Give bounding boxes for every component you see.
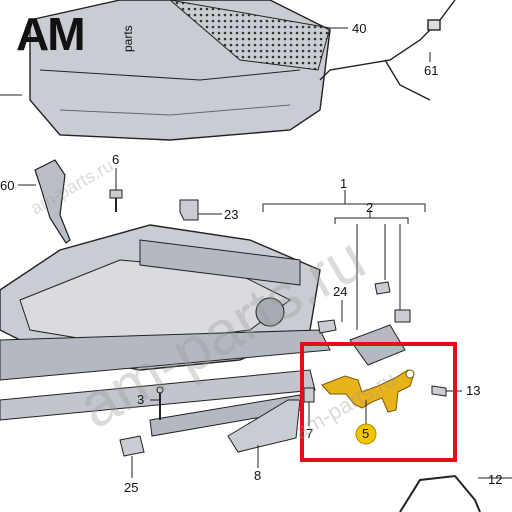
- logo-sub: parts: [121, 25, 135, 52]
- callout-7: 7: [306, 426, 313, 441]
- part-12-frame: [399, 474, 481, 512]
- part-8-trim: [227, 399, 301, 468]
- callout-25: 25: [124, 480, 138, 495]
- seat-frame: [0, 224, 331, 437]
- logo-main: AM: [16, 8, 84, 60]
- callout-60: 60: [0, 178, 14, 193]
- part-25-clip: [119, 435, 145, 478]
- callout-8: 8: [254, 468, 261, 483]
- callout-2: 2: [366, 200, 373, 215]
- callout-23: 23: [224, 207, 238, 222]
- callout-24: 24: [333, 284, 347, 299]
- seat-cushion: [29, 0, 331, 141]
- part-13-bolt: [431, 385, 462, 397]
- part-23-clip: [179, 199, 222, 221]
- callout-61: 61: [424, 63, 438, 78]
- callout-6: 6: [112, 152, 119, 167]
- part-60-clip: [34, 159, 71, 244]
- callout-12: 12: [488, 472, 502, 487]
- part-3-screw: [156, 386, 164, 420]
- part-5-badge: [355, 423, 377, 445]
- part-5-hinge: [321, 369, 415, 413]
- part-24-clip: [317, 319, 337, 334]
- callout-40: 40: [352, 21, 366, 36]
- highlight-frame: [300, 342, 457, 462]
- callout-3: 3: [137, 392, 144, 407]
- part-61-cable: [319, 0, 456, 101]
- callout-13: 13: [466, 383, 480, 398]
- leader-lines: [0, 27, 512, 479]
- callout-1: 1: [340, 176, 347, 191]
- callout-5: 5: [362, 426, 369, 441]
- brand-logo: AM parts: [16, 8, 135, 60]
- part-6-screw: [109, 168, 123, 212]
